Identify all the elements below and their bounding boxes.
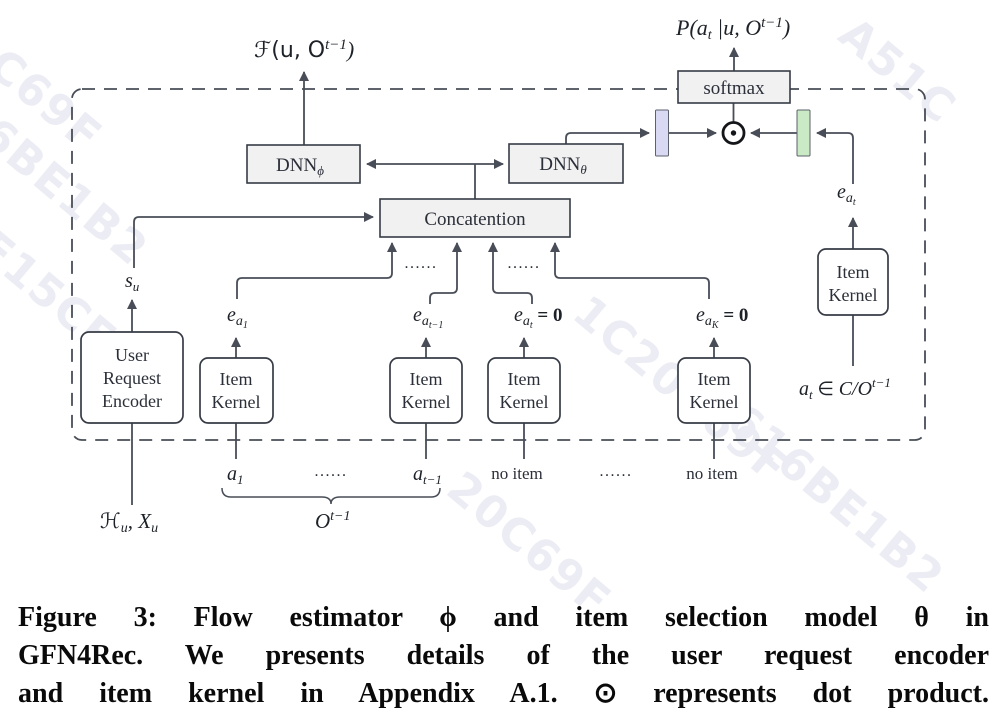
flow-diagram: ℱ(u, Ot−1) P(at |u, Ot−1) DNNϕ DNNθ Conc… xyxy=(71,15,926,536)
item-kernel-box-4 xyxy=(677,357,751,424)
concatenation-box xyxy=(379,198,571,238)
dashed-model-boundary xyxy=(71,88,926,441)
dnn-phi-label: DNNϕ xyxy=(276,155,324,178)
caption-line-1: Figure 3: Flow estimator ϕ and item sele… xyxy=(18,602,989,633)
no-item-label-1: no item xyxy=(491,464,542,483)
dnn-theta-box xyxy=(508,143,624,184)
item-kernel3-line2: Kernel xyxy=(500,392,549,412)
item-kernel-box-1 xyxy=(199,357,274,424)
boxes xyxy=(80,70,889,424)
ure-label-line2: Request xyxy=(103,368,161,388)
item-kernel2-line1: Item xyxy=(410,369,443,389)
connector-dnntheta-to-purplebar xyxy=(565,127,651,144)
caption-line-2: GFN4Rec. We presents details of the user… xyxy=(18,640,989,671)
no-item-label-2: no item xyxy=(686,464,737,483)
connector-eatm1-to-concat xyxy=(429,241,463,304)
e-a1-label: ea1 xyxy=(227,304,248,331)
item-kernel-right-line2: Kernel xyxy=(829,285,878,305)
figure-caption: Figure 3: Flow estimator ϕ and item sele… xyxy=(18,599,989,713)
user-request-encoder-box xyxy=(80,331,184,424)
ellipsis-concat-right: ...... xyxy=(508,255,541,272)
item-kernel1-line1: Item xyxy=(220,369,253,389)
connector-eaK0-to-concat xyxy=(549,241,710,299)
ure-label-line3: Encoder xyxy=(102,391,162,411)
s-u-label: su xyxy=(125,270,140,294)
softmax-label: softmax xyxy=(703,78,765,99)
a-1-label: a1 xyxy=(227,463,244,487)
user-features-label: ℋu, Xu xyxy=(100,509,158,536)
ellipsis-bottom-right: ...... xyxy=(600,463,633,480)
purple-vector-bar xyxy=(655,109,669,157)
softmax-box xyxy=(677,70,791,104)
ellipsis-bottom-left: ...... xyxy=(315,463,348,480)
dnn-theta-label: DNNθ xyxy=(539,154,587,177)
item-kernel2-line2: Kernel xyxy=(402,392,451,412)
green-vector-bar xyxy=(796,109,811,157)
concatenation-label: Concatention xyxy=(424,209,526,230)
connector-ea1-to-concat xyxy=(236,241,398,299)
connectors xyxy=(126,46,859,505)
O-history-label: Ot−1 xyxy=(315,509,351,533)
item-kernel-right-line1: Item xyxy=(837,262,870,282)
e-aK-zero-label: eaK = 0 xyxy=(696,304,748,331)
connector-eat0-to-concat xyxy=(487,241,533,304)
item-kernel-box-right xyxy=(817,248,889,316)
dnn-phi-box xyxy=(246,144,361,184)
item-kernel-box-3 xyxy=(487,357,561,424)
item-kernel1-line2: Kernel xyxy=(212,392,261,412)
e-at-zero-label: eat = 0 xyxy=(514,304,563,331)
connector-eat-to-greenbar xyxy=(815,127,854,184)
item-kernel-box-2 xyxy=(389,357,463,424)
ure-label-line1: User xyxy=(115,345,149,365)
a-t-candidate-label: at ∈ C/Ot−1 xyxy=(799,375,891,402)
prob-output-label: P(at |u, Ot−1) xyxy=(675,15,790,43)
e-at-right-label: eat xyxy=(837,181,856,208)
item-kernel4-line1: Item xyxy=(698,369,731,389)
flow-output-label: ℱ(u, Ot−1) xyxy=(254,37,354,63)
a-t-minus1-bottom-label: at−1 xyxy=(413,463,442,487)
item-kernel4-line2: Kernel xyxy=(690,392,739,412)
underbrace-O xyxy=(221,487,441,505)
item-kernel3-line1: Item xyxy=(508,369,541,389)
e-at-minus1-label: eat−1 xyxy=(413,304,443,331)
ellipsis-concat-left: ...... xyxy=(405,255,438,272)
caption-line-3: and item kernel in Appendix A.1. ⊙ repre… xyxy=(18,678,989,709)
connector-su-to-concat xyxy=(133,211,375,268)
dot-product-center-dot xyxy=(730,130,737,136)
